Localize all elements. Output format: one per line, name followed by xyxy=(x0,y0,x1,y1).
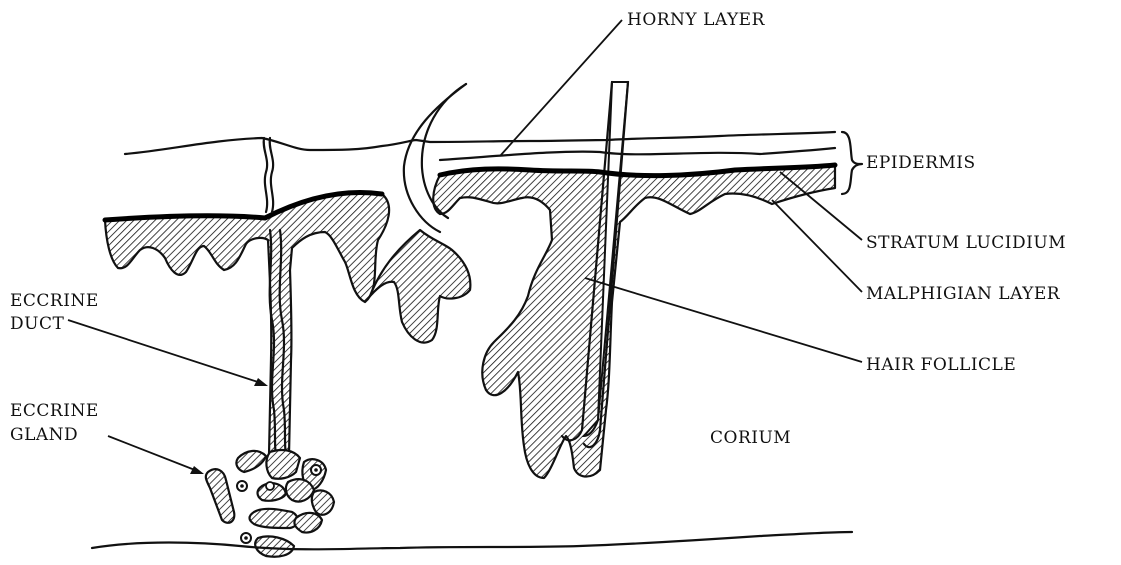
label-horny-layer: HORNY LAYER xyxy=(627,10,766,30)
eccrine-duct-leader xyxy=(68,320,264,384)
malphigian-layer-shape xyxy=(105,192,389,455)
label-epidermis: EPIDERMIS xyxy=(866,153,976,173)
rete-peg xyxy=(370,230,470,343)
horny-layer-leader xyxy=(500,20,622,156)
hair-follicle-leader xyxy=(585,278,862,362)
bottom-boundary xyxy=(92,532,852,549)
eccrine-duct-top-right xyxy=(270,138,273,212)
label-eccrine-duct-line1: ECCRINE xyxy=(10,291,99,311)
eccrine-gland-coils xyxy=(206,450,334,557)
label-stratum-lucidium: STRATUM LUCIDIUM xyxy=(866,233,1066,253)
label-corium: CORIUM xyxy=(710,428,791,448)
eccrine-gland-leader xyxy=(108,436,200,472)
label-eccrine-gland-line2: GLAND xyxy=(10,425,78,445)
eccrine-duct-top-left xyxy=(264,138,267,212)
label-hair-follicle: HAIR FOLLICLE xyxy=(866,355,1016,375)
label-eccrine-duct-line2: DUCT xyxy=(10,314,64,334)
horny-layer-underline xyxy=(440,148,835,160)
label-eccrine-gland-line1: ECCRINE xyxy=(10,401,99,421)
eccrine-duct-arrowhead xyxy=(254,378,268,386)
malphigian-leader xyxy=(772,200,862,292)
eccrine-gland-arrowhead xyxy=(190,466,204,474)
horny-layer-outline xyxy=(125,132,835,154)
epidermis-brace xyxy=(842,132,862,194)
label-malphigian-layer: MALPHIGIAN LAYER xyxy=(866,284,1061,304)
